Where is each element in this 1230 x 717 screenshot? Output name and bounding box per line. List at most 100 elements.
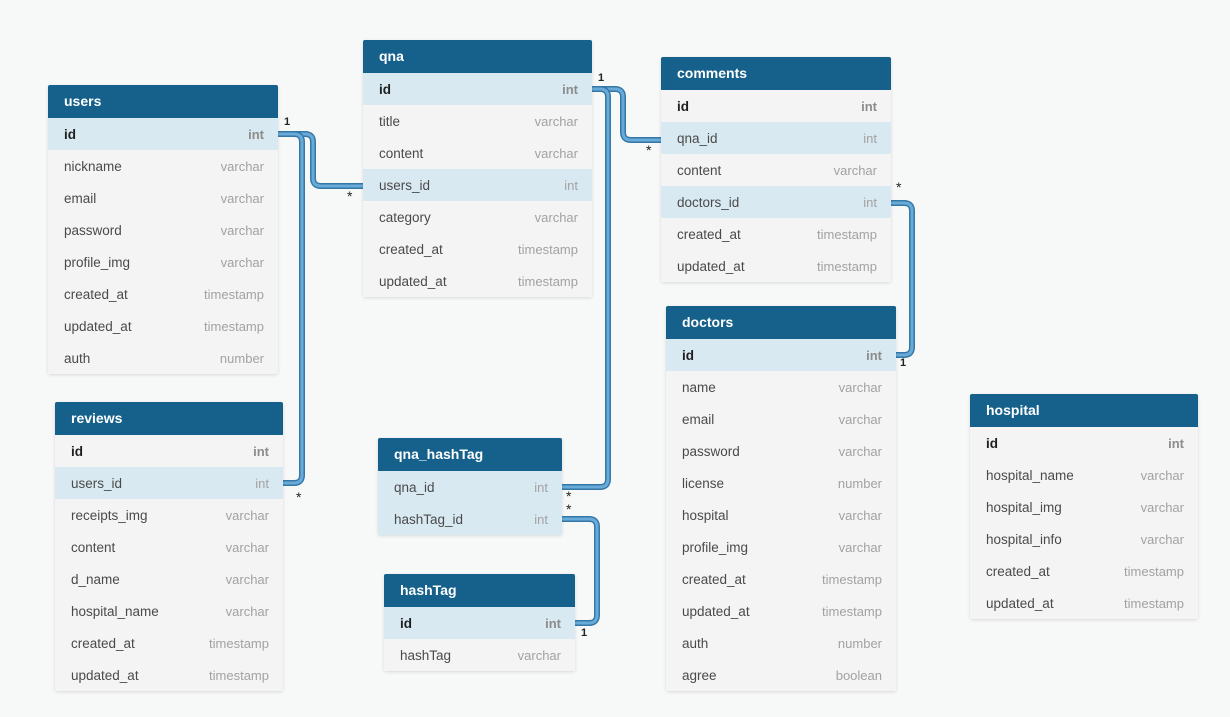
field-name: created_at: [986, 563, 1050, 579]
field-name: agree: [682, 667, 717, 683]
field-name: hospital_info: [986, 531, 1062, 547]
relationship-qna-qnahashtag[interactable]: [562, 86, 611, 490]
table-header-doctors[interactable]: doctors: [666, 306, 896, 339]
relationship-qna-comments[interactable]: [592, 86, 661, 143]
relationship-doctors-comments[interactable]: [891, 200, 915, 358]
field-type: boolean: [835, 667, 882, 683]
table-header-reviews[interactable]: reviews: [55, 402, 283, 435]
field-row-id[interactable]: id int: [363, 73, 592, 105]
field-name: auth: [682, 635, 709, 651]
relationship-users-qna[interactable]: [278, 131, 363, 189]
table-header-hashtag[interactable]: hashTag: [384, 574, 575, 607]
field-type: varchar: [1140, 531, 1184, 547]
field-name: category: [379, 209, 431, 225]
field-type: int: [564, 177, 578, 193]
table-header-qna[interactable]: qna: [363, 40, 592, 73]
field-type: varchar: [838, 539, 882, 555]
field-row-qna_id[interactable]: qna_id int: [661, 122, 891, 154]
table-header-qna-hashtag[interactable]: qna_hashTag: [378, 438, 562, 471]
cardinality-one-hashtag-id: 1: [581, 627, 588, 639]
relationship-users-reviews[interactable]: [278, 131, 305, 486]
field-name: updated_at: [64, 318, 132, 334]
field-row-hospital_info[interactable]: hospital_info varchar: [970, 523, 1198, 555]
cardinality-one-users-id: 1: [284, 116, 291, 128]
field-name: qna_id: [677, 130, 718, 146]
field-type: int: [863, 130, 877, 146]
field-type: timestamp: [209, 635, 269, 651]
relationship-hashtag-qnahashtag[interactable]: [562, 516, 600, 626]
field-name: id: [379, 81, 391, 97]
field-name: email: [682, 411, 715, 427]
field-type: varchar: [225, 507, 269, 523]
field-type: varchar: [833, 162, 877, 178]
table-header-comments[interactable]: comments: [661, 57, 891, 90]
field-type: varchar: [1140, 499, 1184, 515]
field-type: int: [562, 81, 578, 97]
field-row-agree[interactable]: agree boolean: [666, 659, 896, 691]
table-header-hospital[interactable]: hospital: [970, 394, 1198, 427]
field-name: hospital_img: [986, 499, 1062, 515]
field-type: timestamp: [817, 226, 877, 242]
table-header-users[interactable]: users: [48, 85, 278, 118]
field-row-hospital_img[interactable]: hospital_img varchar: [970, 491, 1198, 523]
